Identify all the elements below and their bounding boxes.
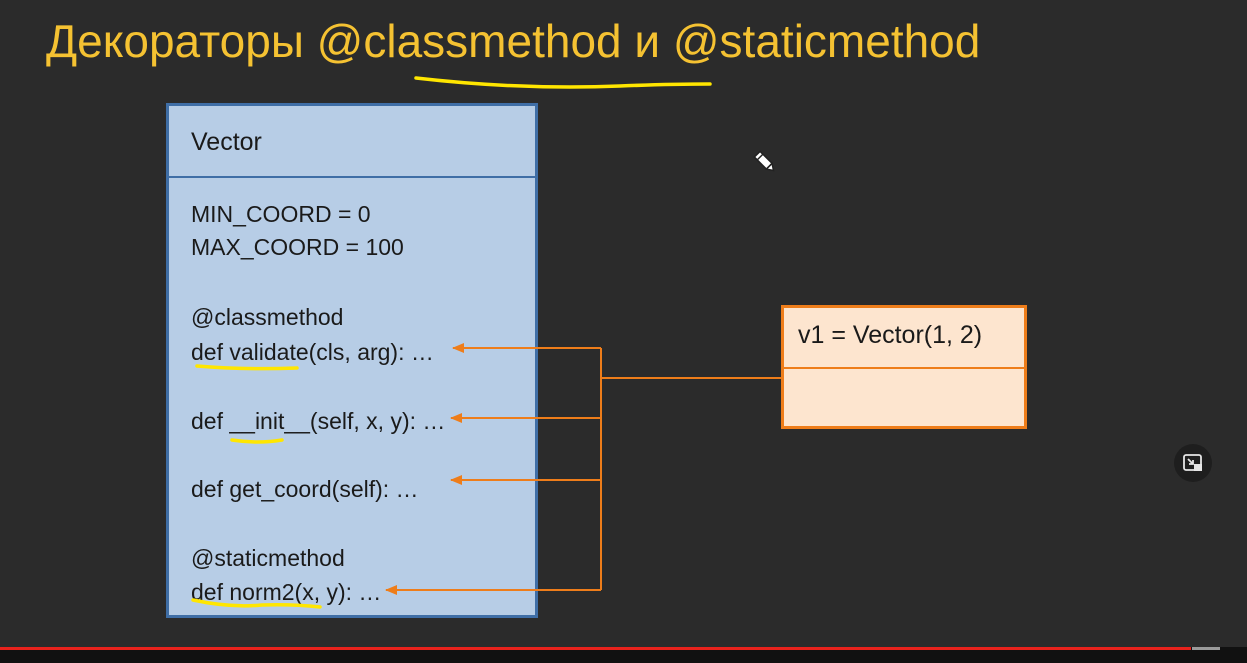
class-box-vector: Vector MIN_COORD = 0 MAX_COORD = 100 @cl… bbox=[166, 103, 538, 618]
object-label: v1 = Vector(1, 2) bbox=[784, 308, 1024, 369]
video-progress-buffer bbox=[1192, 647, 1220, 650]
method-validate: def validate(cls, arg): … bbox=[191, 339, 434, 365]
slide-title: Декораторы @classmethod и @staticmethod bbox=[46, 15, 981, 67]
video-progress-fill bbox=[0, 647, 1191, 650]
class-name: Vector bbox=[169, 106, 535, 178]
decorator-classmethod: @classmethod bbox=[191, 304, 344, 330]
pencil-icon bbox=[752, 149, 778, 180]
object-box-v1: v1 = Vector(1, 2) bbox=[781, 305, 1027, 429]
method-init: def __init__(self, x, y): … bbox=[191, 408, 446, 434]
picture-in-picture-icon[interactable] bbox=[1174, 444, 1212, 482]
class-attribute-min-coord: MIN_COORD = 0 bbox=[191, 201, 371, 227]
underline-title-classmethod bbox=[414, 76, 712, 89]
decorator-staticmethod: @staticmethod bbox=[191, 545, 345, 571]
class-attribute-max-coord: MAX_COORD = 100 bbox=[191, 234, 404, 260]
method-get-coord: def get_coord(self): … bbox=[191, 476, 419, 502]
video-progress-track[interactable] bbox=[0, 647, 1247, 663]
method-norm2: def norm2(x, y): … bbox=[191, 579, 382, 605]
